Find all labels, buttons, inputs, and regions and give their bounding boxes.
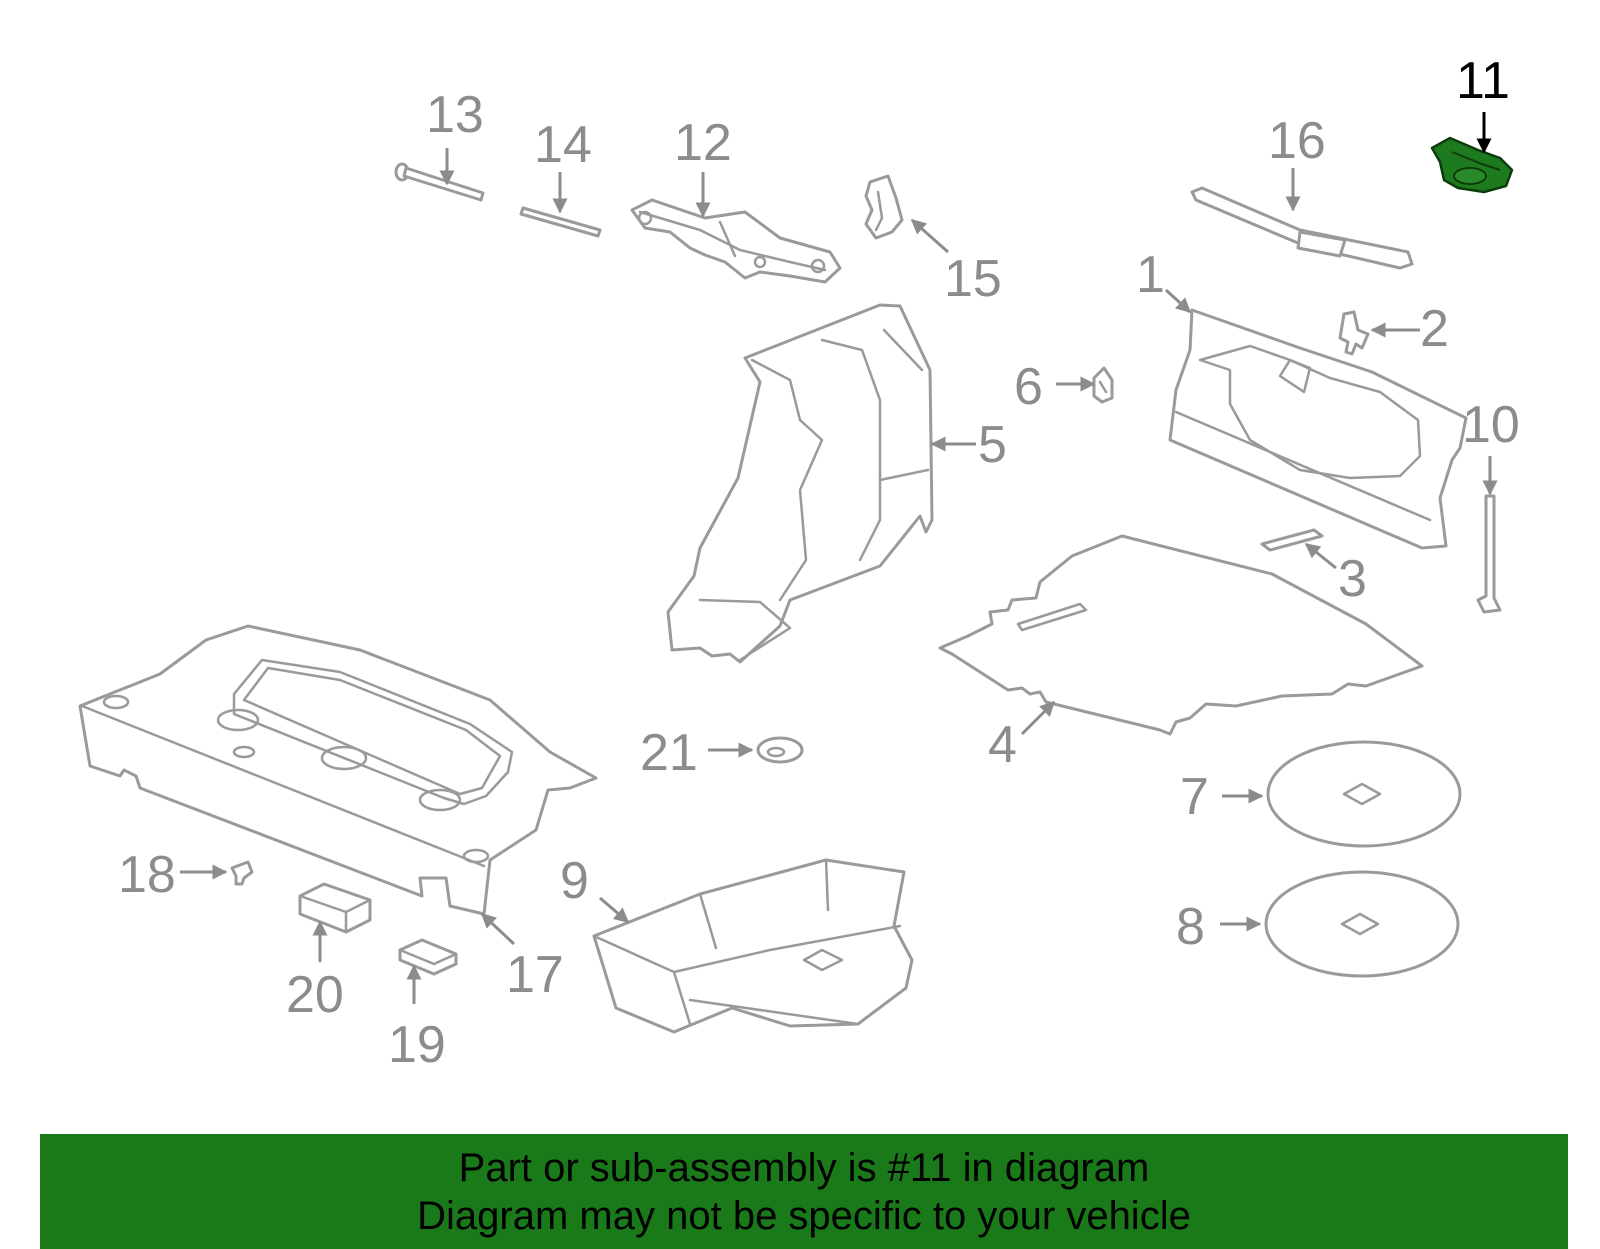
callout-2: 2 bbox=[1420, 300, 1449, 358]
callout-5: 5 bbox=[978, 416, 1007, 474]
part-16-strut[interactable] bbox=[1190, 186, 1414, 270]
callout-21: 21 bbox=[640, 724, 698, 782]
part-12-jack[interactable] bbox=[630, 198, 842, 284]
callout-10: 10 bbox=[1462, 396, 1520, 454]
callout-14: 14 bbox=[534, 116, 592, 174]
callout-1: 1 bbox=[1136, 246, 1165, 304]
part-3-pad[interactable] bbox=[1260, 528, 1324, 552]
callout-18: 18 bbox=[118, 846, 176, 904]
part-21-grommet[interactable] bbox=[756, 736, 804, 764]
callout-8: 8 bbox=[1176, 898, 1205, 956]
part-4-floor-mat[interactable] bbox=[938, 534, 1424, 736]
banner-disclaimer-line: Diagram may not be specific to your vehi… bbox=[417, 1194, 1191, 1238]
callout-labels: 13 14 12 15 16 11 1 2 6 5 10 3 4 7 8 21 … bbox=[118, 52, 1520, 1074]
part-7-disc[interactable] bbox=[1266, 740, 1462, 848]
callout-19: 19 bbox=[388, 1016, 446, 1074]
part-1-rear-panel[interactable] bbox=[1168, 308, 1468, 550]
banner-part-line: Part or sub-assembly is #11 in diagram bbox=[458, 1146, 1150, 1190]
leader-lines bbox=[180, 112, 1498, 1004]
part-13-bolt[interactable] bbox=[394, 162, 485, 202]
callout-4: 4 bbox=[988, 716, 1017, 774]
part-11-highlighted[interactable] bbox=[1430, 136, 1514, 194]
part-17-rear-shelf[interactable] bbox=[78, 624, 598, 916]
part-5-side-trim[interactable] bbox=[666, 303, 934, 664]
callout-12: 12 bbox=[674, 114, 732, 172]
callout-17: 17 bbox=[506, 946, 564, 1004]
part-6-clip[interactable] bbox=[1092, 366, 1114, 404]
callout-7: 7 bbox=[1180, 768, 1209, 826]
part-15-bracket[interactable] bbox=[864, 174, 904, 240]
part-9-tray[interactable] bbox=[592, 858, 914, 1034]
part-18-screw[interactable] bbox=[230, 860, 254, 886]
info-banner: Part or sub-assembly is #11 in diagram D… bbox=[40, 1134, 1568, 1249]
callout-3: 3 bbox=[1338, 550, 1367, 608]
part-20-pad[interactable] bbox=[298, 882, 372, 934]
callout-20: 20 bbox=[286, 966, 344, 1024]
part-14-rod[interactable] bbox=[519, 206, 602, 238]
callout-15: 15 bbox=[944, 250, 1002, 308]
part-10-stick[interactable] bbox=[1476, 494, 1502, 614]
callout-16: 16 bbox=[1268, 112, 1326, 170]
callout-13: 13 bbox=[426, 86, 484, 144]
part-2-pin[interactable] bbox=[1338, 310, 1370, 356]
part-19-pad[interactable] bbox=[398, 938, 458, 976]
callout-6: 6 bbox=[1014, 358, 1043, 416]
part-8-disc[interactable] bbox=[1264, 870, 1460, 978]
callout-9: 9 bbox=[560, 852, 589, 910]
callout-11: 11 bbox=[1456, 52, 1510, 110]
